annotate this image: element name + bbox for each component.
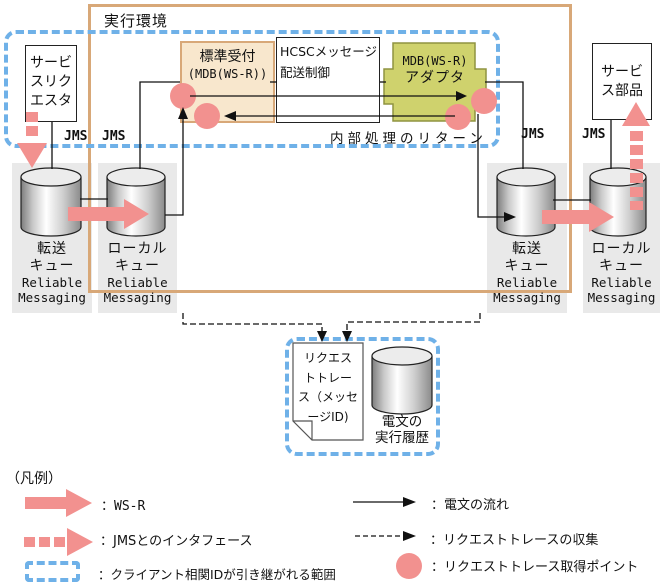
standard-reception-box: 標準受付 (MDB(WS-R)) [180, 41, 275, 123]
queue-product-line: Messaging [103, 290, 172, 305]
adapter-line: MDB(WS-R) [402, 54, 468, 68]
execution-environment-border [88, 4, 572, 293]
jms-label: JMS [102, 129, 126, 144]
history-line: 電文の [381, 414, 423, 430]
legend-collection-arrow [355, 531, 416, 541]
legend-item-trace-point: ：リクエストトレース取得ポイント [431, 560, 639, 575]
legend-scope-swatch [25, 561, 80, 582]
queue-name-line: ローカル [107, 241, 168, 257]
standard-reception-title: 標準受付 [199, 49, 256, 65]
internal-return-label: 内部処理のリターン [330, 131, 487, 147]
adapter-polygon [383, 42, 487, 122]
queue-product-line: Reliable [107, 275, 168, 290]
queue-product-line: Messaging [18, 290, 86, 305]
queue-product-line: Reliable [21, 275, 83, 290]
history-line: 実行履歴 [375, 430, 429, 446]
request-trace-document-label: リクエス トトレー ス（メッセ ージID) [292, 349, 364, 427]
hcsc-delivery-control-box: HCSCメッセージ 配送制御 [276, 37, 380, 123]
queue-product-line: Reliable [591, 275, 652, 290]
trace-line-left [182, 313, 323, 331]
queue-name-line: 転送 [37, 241, 67, 257]
service-requester-line: サービ [30, 55, 72, 71]
service-component-box: サービ ス部品 [592, 43, 652, 120]
legend-jms-arrow [24, 528, 93, 556]
legend-trace-point-circle [396, 553, 422, 579]
hcsc-line: 配送制御 [280, 65, 331, 80]
queue-name-line: キュー [115, 258, 160, 274]
execution-history-label: 電文の 実行履歴 [368, 414, 436, 446]
doc-line: ス（メッセ [297, 390, 358, 404]
queue-label-left-transfer: 転送 キュー Reliable Messaging [12, 241, 92, 305]
service-component-line: ス部品 [601, 83, 643, 99]
service-requester-box: サービ スリク エスタ [25, 45, 77, 122]
trace-line-right [346, 313, 481, 331]
jms-label: JMS [64, 129, 88, 144]
queue-label-right-local: ローカル キュー Reliable Messaging [583, 241, 660, 305]
jms-label: JMS [521, 127, 545, 142]
mdb-adapter-shape [383, 42, 487, 122]
queue-product-line: Reliable [496, 275, 558, 290]
service-requester-line: エスタ [30, 93, 72, 109]
queue-label-left-local: ローカル キュー Reliable Messaging [98, 241, 177, 305]
queue-name-line: キュー [504, 258, 550, 274]
legend-item-jms-interface: ：JMSとのインタフェース [100, 534, 253, 549]
queue-name-line: ローカル [591, 241, 652, 257]
execution-environment-label: 実行環境 [104, 12, 169, 30]
legend-wsr-arrow [25, 489, 92, 517]
legend-item-trace-collection: ：リクエストトレースの収集 [430, 533, 599, 548]
trace-collection-lines [182, 313, 481, 331]
hcsc-line: HCSCメッセージ [280, 44, 378, 59]
queue-product-line: Messaging [587, 290, 656, 305]
legend-title: （凡例） [6, 471, 62, 487]
jms-label: JMS [582, 127, 606, 142]
queue-name-line: キュー [29, 258, 75, 274]
service-component-line: サービ [601, 64, 643, 80]
client-id-scope-bottom [285, 337, 440, 456]
queue-name-line: キュー [599, 258, 644, 274]
queue-label-right-transfer: 転送 キュー Reliable Messaging [487, 241, 567, 305]
legend-flow-arrow [353, 497, 416, 507]
doc-line: リクエス [303, 351, 352, 365]
mdb-adapter-label: MDB(WS-R) アダプタ [388, 53, 482, 88]
queue-name-line: 転送 [512, 241, 542, 257]
standard-reception-subtitle: (MDB(WS-R)) [187, 67, 268, 81]
legend-item-client-scope: ：クライアント相関IDが引き継がれる範囲 [98, 567, 336, 582]
adapter-line: アダプタ [405, 70, 465, 86]
legend-item-wsr: ：WS-R [101, 499, 146, 514]
queue-product-line: Messaging [493, 290, 561, 305]
doc-line: トトレー [303, 370, 352, 385]
legend-item-message-flow: ：電文の流れ [431, 498, 510, 513]
service-requester-line: スリク [30, 74, 72, 90]
doc-line: ージID) [307, 409, 349, 424]
